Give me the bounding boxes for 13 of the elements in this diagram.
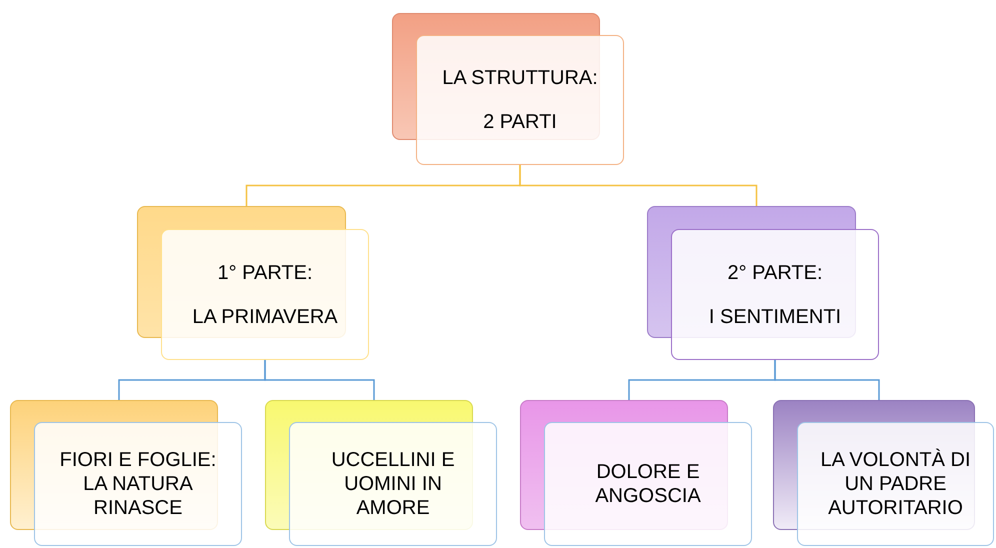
- node-label: FIORI E FOGLIE: LA NATURA RINASCE: [58, 448, 218, 520]
- node-label: DOLORE E ANGOSCIA: [594, 460, 702, 508]
- node-label: I SENTIMENTI: [708, 304, 842, 328]
- node-label: UCCELLINI E UOMINI IN AMORE: [330, 448, 456, 520]
- connector-line: [519, 165, 758, 206]
- node-label: 2° PARTE:: [727, 260, 823, 284]
- node-label: LA STRUTTURA:: [442, 66, 598, 90]
- connector-line: [774, 360, 880, 400]
- connector-line: [264, 360, 375, 400]
- node-label: LA PRIMAVERA: [192, 304, 338, 328]
- node-label: 1° PARTE:: [217, 260, 313, 284]
- node-label: 2 PARTI: [483, 110, 557, 134]
- node-label: LA VOLONTÀ DI UN PADRE AUTORITARIO: [819, 448, 972, 520]
